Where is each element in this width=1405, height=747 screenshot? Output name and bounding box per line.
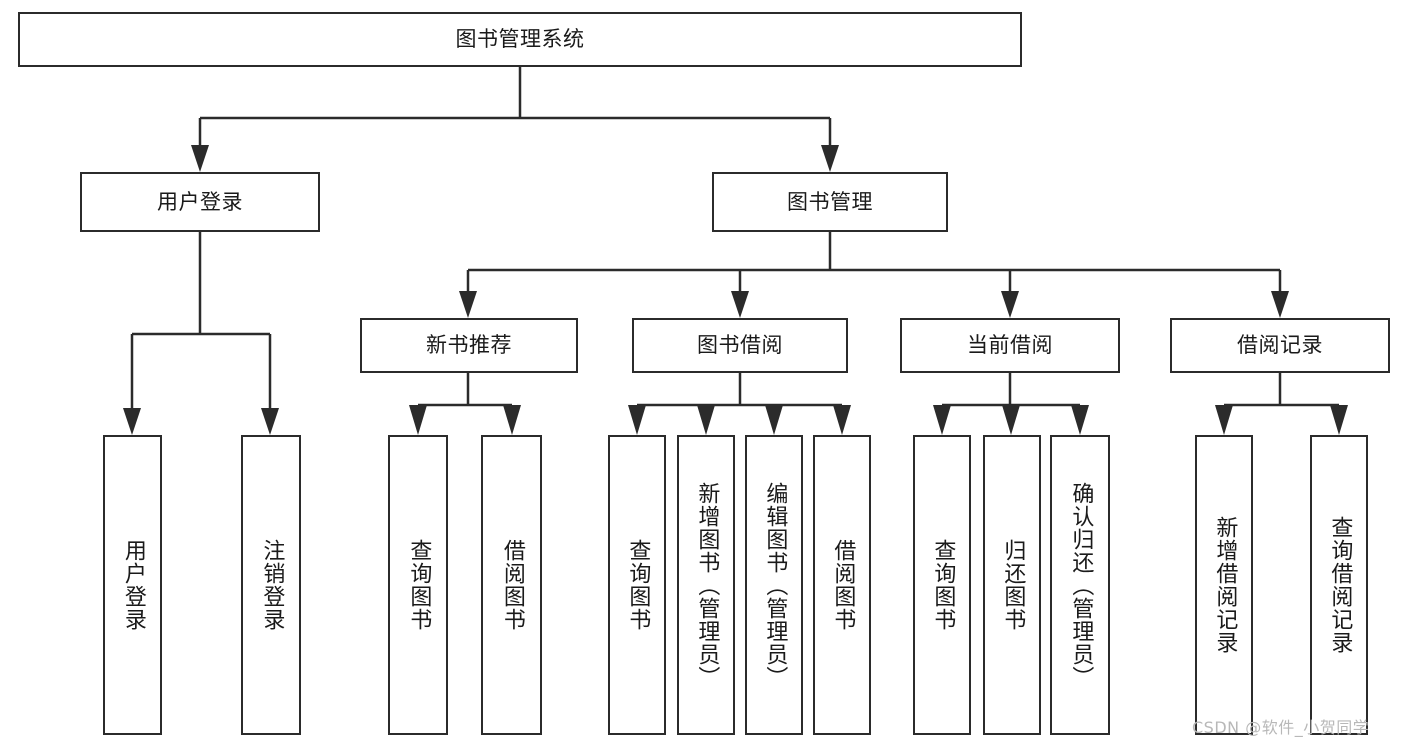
node-current-borrow[interactable]: 当前借阅 — [900, 318, 1120, 373]
arrowhead-leaf-borrow-1 — [628, 405, 646, 435]
leaf-borrow-borrow-books[interactable]: 借阅图书 — [813, 435, 871, 735]
node-borrow-records[interactable]: 借阅记录 — [1170, 318, 1390, 373]
leaf-newbook-borrow-books[interactable]: 借阅图书 — [481, 435, 542, 735]
node-new-book-recommend[interactable]: 新书推荐 — [360, 318, 578, 373]
node-current-borrow-label: 当前借阅 — [967, 333, 1053, 358]
arrowhead-l3-4 — [1271, 291, 1289, 318]
arrowhead-leaf-newbook-2 — [503, 405, 521, 435]
leaf-current-confirm-return-admin-label: 确认归还（管理员） — [1068, 481, 1094, 689]
node-book-management-label: 图书管理 — [787, 189, 873, 214]
arrowhead-l3-1 — [459, 291, 477, 318]
arrowhead-leaf-current-3 — [1071, 405, 1089, 435]
arrowhead-leaf-user-login-2 — [261, 408, 279, 435]
arrowhead-userlogin — [191, 145, 209, 172]
leaf-records-add-record[interactable]: 新增借阅记录 — [1195, 435, 1253, 735]
arrowhead-l3-2 — [731, 291, 749, 318]
leaf-borrow-add-book-admin-label: 新增图书（管理员） — [694, 481, 720, 689]
arrowhead-leaf-borrow-2 — [697, 405, 715, 435]
leaf-logout[interactable]: 注销登录 — [241, 435, 301, 735]
leaf-current-query-books[interactable]: 查询图书 — [913, 435, 971, 735]
leaf-user-login-label: 用户登录 — [120, 539, 146, 631]
leaf-records-query-record-label: 查询借阅记录 — [1327, 516, 1353, 654]
node-book-borrow-label: 图书借阅 — [697, 333, 783, 358]
leaf-newbook-borrow-books-label: 借阅图书 — [499, 539, 525, 631]
leaf-current-confirm-return-admin[interactable]: 确认归还（管理员） — [1050, 435, 1110, 735]
arrowhead-leaf-borrow-4 — [833, 405, 851, 435]
arrowhead-leaf-current-2 — [1002, 405, 1020, 435]
leaf-records-add-record-label: 新增借阅记录 — [1212, 516, 1238, 654]
node-book-management[interactable]: 图书管理 — [712, 172, 948, 232]
node-user-login-label: 用户登录 — [157, 189, 243, 214]
leaf-user-login[interactable]: 用户登录 — [103, 435, 162, 735]
arrowhead-leaf-records-2 — [1330, 405, 1348, 435]
arrowhead-leaf-records-1 — [1215, 405, 1233, 435]
leaf-borrow-add-book-admin[interactable]: 新增图书（管理员） — [677, 435, 735, 735]
leaf-borrow-query-books-label: 查询图书 — [625, 539, 651, 631]
leaf-newbook-query-books[interactable]: 查询图书 — [388, 435, 448, 735]
leaf-borrow-edit-book-admin[interactable]: 编辑图书（管理员） — [745, 435, 803, 735]
arrowhead-leaf-user-login-1 — [123, 408, 141, 435]
leaf-current-return-books-label: 归还图书 — [1000, 539, 1026, 631]
arrowhead-leaf-current-1 — [933, 405, 951, 435]
node-borrow-records-label: 借阅记录 — [1237, 333, 1323, 358]
leaf-newbook-query-books-label: 查询图书 — [406, 539, 432, 631]
leaf-logout-label: 注销登录 — [259, 539, 285, 631]
arrowhead-l3-3 — [1001, 291, 1019, 318]
node-root[interactable]: 图书管理系统 — [18, 12, 1022, 67]
node-new-book-recommend-label: 新书推荐 — [426, 333, 512, 358]
leaf-borrow-edit-book-admin-label: 编辑图书（管理员） — [762, 481, 788, 689]
leaf-borrow-query-books[interactable]: 查询图书 — [608, 435, 666, 735]
leaf-current-query-books-label: 查询图书 — [930, 539, 956, 631]
leaf-records-query-record[interactable]: 查询借阅记录 — [1310, 435, 1368, 735]
node-root-label: 图书管理系统 — [455, 27, 585, 52]
arrowhead-bookmgmt — [821, 145, 839, 172]
node-book-borrow[interactable]: 图书借阅 — [632, 318, 848, 373]
node-user-login[interactable]: 用户登录 — [80, 172, 320, 232]
arrowhead-leaf-borrow-3 — [765, 405, 783, 435]
leaf-borrow-borrow-books-label: 借阅图书 — [830, 539, 856, 631]
arrowhead-leaf-newbook-1 — [409, 405, 427, 435]
leaf-current-return-books[interactable]: 归还图书 — [983, 435, 1041, 735]
